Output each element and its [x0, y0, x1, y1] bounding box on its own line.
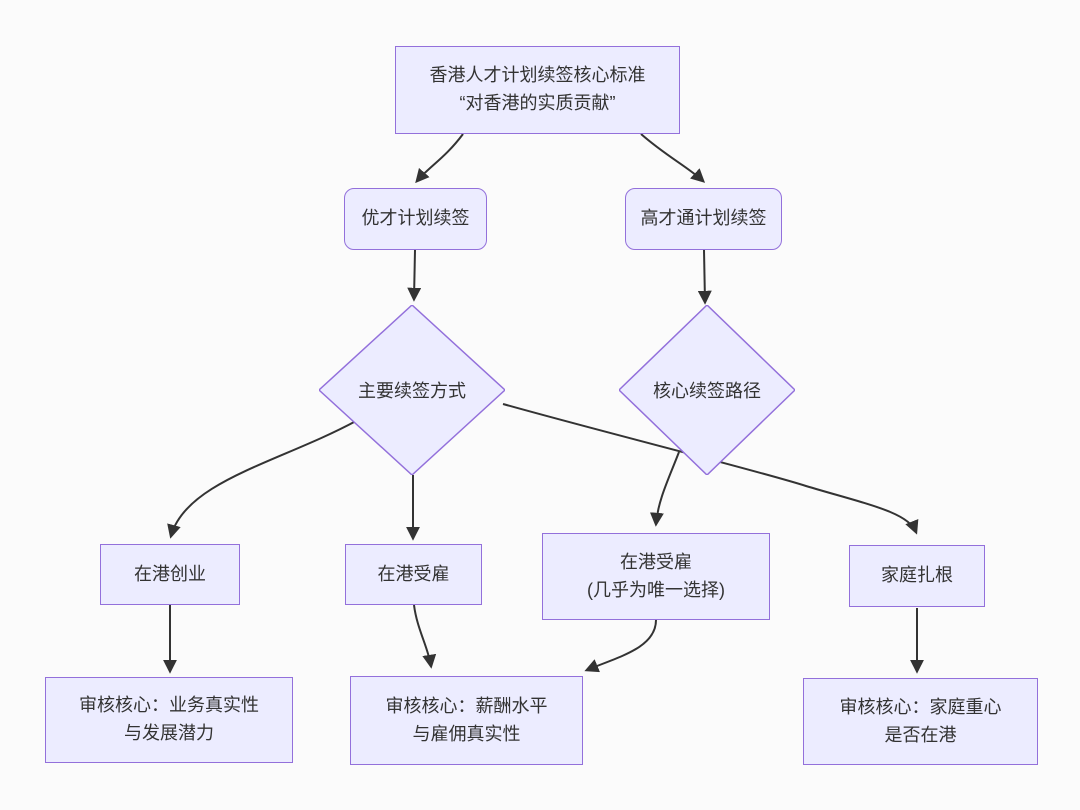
node-jiating: 家庭扎根 [849, 545, 985, 607]
node-root-line1: 香港人才计划续签核心标准 [429, 65, 646, 86]
node-shougu2-line1: 在港受雇 [620, 551, 692, 572]
node-shougu2: 在港受雇 (几乎为唯一选择) [542, 533, 770, 620]
diamond-shape [319, 305, 505, 475]
edge-d-youcai-to-jiating [502, 403, 919, 535]
node-audit-family: 审核核心：家庭重心 是否在港 [803, 678, 1038, 765]
node-root-line2: “对香港的实质贡献” [459, 93, 616, 113]
node-audit-salary-line2: 与雇佣真实性 [412, 723, 521, 744]
node-shougu2-line2: (几乎为唯一选择) [587, 579, 725, 600]
node-audit-family-line1: 审核核心：家庭重心 [839, 696, 1002, 717]
node-audit-salary-line1: 审核核心：薪酬水平 [385, 695, 548, 716]
node-gaocai: 高才通计划续签 [625, 188, 782, 250]
node-d-gaocai-label: 核心续签路径 [653, 381, 761, 401]
node-root: 香港人才计划续签核心标准 “对香港的实质贡献” [395, 46, 680, 134]
node-chuangye: 在港创业 [100, 544, 240, 605]
node-shougu-label: 在港受雇 [377, 563, 450, 584]
node-d-youcai: 主要续签方式 [319, 305, 505, 475]
node-audit-salary: 审核核心：薪酬水平 与雇佣真实性 [350, 676, 583, 765]
node-audit-business-line1: 审核核心：业务真实性 [79, 695, 259, 716]
edge-d-gaocai-to-shougu2 [649, 451, 680, 527]
node-gaocai-label: 高才通计划续签 [640, 208, 767, 229]
edge-shougu-to-audit-salary [413, 604, 437, 669]
edge-shougu2-to-audit-salary [584, 619, 657, 673]
node-jiating-label: 家庭扎根 [881, 565, 953, 586]
node-chuangye-label: 在港创业 [134, 563, 206, 584]
edge-youcai-to-d-youcai [407, 249, 422, 302]
edge-root-to-youcai [415, 133, 464, 184]
node-youcai-label: 优才计划续签 [361, 208, 470, 229]
edge-gaocai-to-d-gaocai [697, 249, 712, 305]
diamond-shape [619, 305, 795, 475]
edge-root-to-gaocai [640, 133, 706, 183]
node-d-youcai-label: 主要续签方式 [358, 381, 466, 401]
node-audit-family-line2: 是否在港 [884, 724, 957, 745]
node-youcai: 优才计划续签 [344, 188, 487, 250]
edge-d-youcai-to-chuangye [167, 420, 357, 539]
node-audit-business-line2: 与发展潜力 [124, 723, 214, 743]
node-d-gaocai: 核心续签路径 [619, 305, 795, 475]
node-audit-business: 审核核心：业务真实性 与发展潜力 [45, 677, 293, 763]
node-shougu: 在港受雇 [345, 544, 482, 605]
